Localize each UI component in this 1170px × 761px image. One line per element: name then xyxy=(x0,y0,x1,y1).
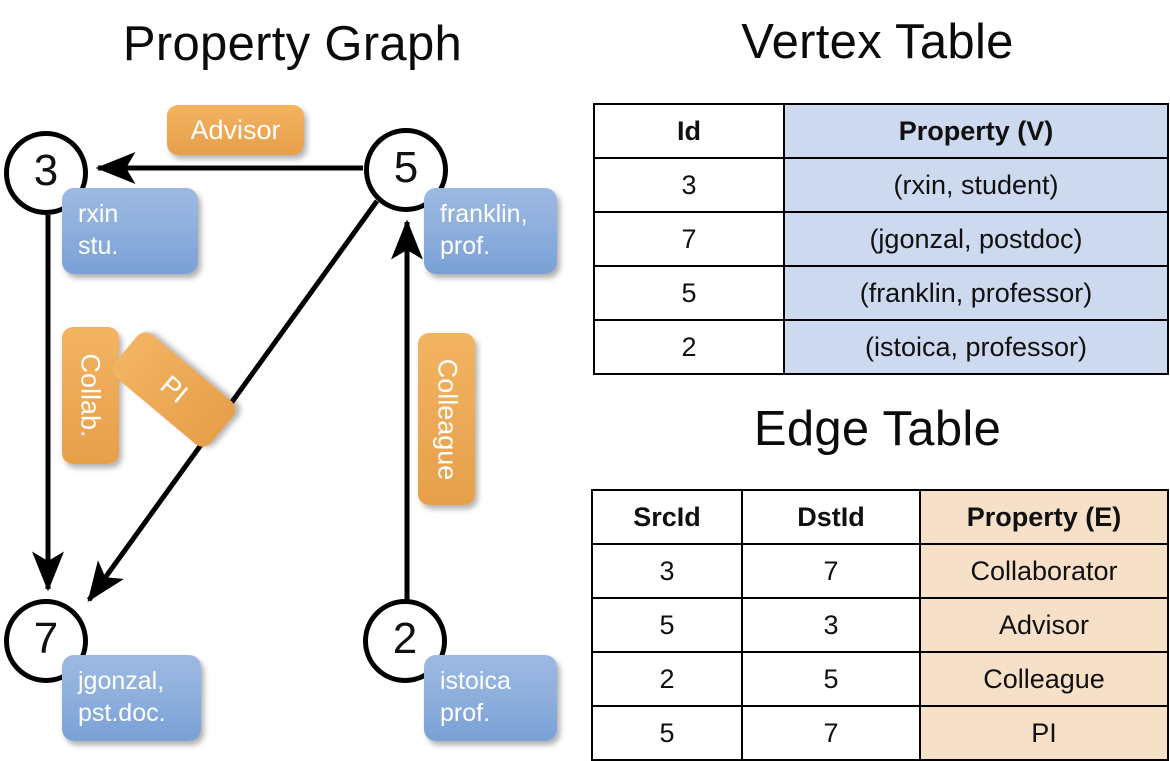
edge-row-1-property: Advisor xyxy=(919,597,1169,653)
vertex-row-3-id: 2 xyxy=(593,319,785,375)
node-3-property-box[interactable]: rxin stu. xyxy=(62,188,198,274)
edge-label-colleague[interactable]: Colleague xyxy=(418,333,475,505)
edge-row-2-src: 2 xyxy=(591,651,743,707)
graph-node-2[interactable]: 2 xyxy=(363,599,447,683)
edge-row-0-dst: 7 xyxy=(741,543,921,599)
vertex-table-header-row: Id Property (V) xyxy=(593,103,1169,159)
vertex-row-2-id: 5 xyxy=(593,265,785,321)
table-row[interactable]: 3 7 Collaborator xyxy=(591,543,1169,599)
edge-table: SrcId DstId Property (E) 3 7 Collaborato… xyxy=(591,489,1169,761)
vertex-row-0-property: (rxin, student) xyxy=(783,157,1169,213)
edge-row-2-dst: 5 xyxy=(741,651,921,707)
edge-row-3-property: PI xyxy=(919,705,1169,761)
vertex-row-3-property: (istoica, professor) xyxy=(783,319,1169,375)
node-7-property-line1: jgonzal, xyxy=(78,667,165,695)
vertex-row-1-id: 7 xyxy=(593,211,785,267)
edge-table-header-dstid: DstId xyxy=(741,489,921,545)
table-row[interactable]: 7 (jgonzal, postdoc) xyxy=(593,211,1169,267)
edge-table-header-property: Property (E) xyxy=(919,489,1169,545)
edge-label-collab-text: Collab. xyxy=(76,353,107,438)
edge-label-advisor[interactable]: Advisor xyxy=(167,105,304,155)
vertex-row-2-property: (franklin, professor) xyxy=(783,265,1169,321)
vertex-table-header-property: Property (V) xyxy=(783,103,1169,159)
node-2-property-line2: prof. xyxy=(440,699,491,727)
table-row[interactable]: 5 3 Advisor xyxy=(591,597,1169,653)
node-5-property-box[interactable]: franklin, prof. xyxy=(424,188,557,274)
node-2-property-line1: istoica xyxy=(440,667,511,695)
edge-row-3-src: 5 xyxy=(591,705,743,761)
table-row[interactable]: 5 (franklin, professor) xyxy=(593,265,1169,321)
node-7-property-box[interactable]: jgonzal, pst.doc. xyxy=(62,655,201,741)
edge-label-pi-text: PI xyxy=(154,369,194,409)
edge-label-colleague-text: Colleague xyxy=(432,358,462,480)
edge-label-collab[interactable]: Collab. xyxy=(62,327,119,464)
table-row[interactable]: 3 (rxin, student) xyxy=(593,157,1169,213)
node-2-property-box[interactable]: istoica prof. xyxy=(424,655,557,741)
graph-node-2-label: 2 xyxy=(392,614,418,663)
edge-row-1-dst: 3 xyxy=(741,597,921,653)
edge-row-3-dst: 7 xyxy=(741,705,921,761)
node-3-property-line2: stu. xyxy=(78,232,119,260)
property-graph-panel: Property Graph 3 5 7 2 rxin stu. frankli… xyxy=(0,0,585,760)
edge-table-header-srcid: SrcId xyxy=(591,489,743,545)
table-row[interactable]: 5 7 PI xyxy=(591,705,1169,761)
vertex-row-0-id: 3 xyxy=(593,157,785,213)
edge-5-to-7 xyxy=(86,199,380,603)
graph-edges-layer xyxy=(32,152,423,603)
graph-node-5[interactable]: 5 xyxy=(364,128,448,212)
vertex-table: Id Property (V) 3 (rxin, student) 7 (jgo… xyxy=(593,103,1169,375)
page-title-vertex-table: Vertex Table xyxy=(741,15,1014,69)
table-row[interactable]: 2 5 Colleague xyxy=(591,651,1169,707)
graph-node-3-label: 3 xyxy=(33,146,59,195)
edge-row-2-property: Colleague xyxy=(919,651,1169,707)
edge-row-1-src: 5 xyxy=(591,597,743,653)
node-3-property-line1: rxin xyxy=(78,200,119,228)
node-5-property-line1: franklin, xyxy=(440,200,528,228)
vertex-table-header-id: Id xyxy=(593,103,785,159)
node-7-property-line2: pst.doc. xyxy=(78,699,166,727)
edge-row-0-property: Collaborator xyxy=(919,543,1169,599)
edge-label-advisor-text: Advisor xyxy=(190,114,281,145)
edge-row-0-src: 3 xyxy=(591,543,743,599)
node-5-property-line2: prof. xyxy=(440,232,491,260)
table-row[interactable]: 2 (istoica, professor) xyxy=(593,319,1169,375)
graph-node-5-label: 5 xyxy=(393,143,419,192)
page-title-edge-table: Edge Table xyxy=(753,402,1002,456)
page-title-property-graph: Property Graph xyxy=(122,17,463,71)
vertex-row-1-property: (jgonzal, postdoc) xyxy=(783,211,1169,267)
edge-table-header-row: SrcId DstId Property (E) xyxy=(591,489,1169,545)
graph-node-7-label: 7 xyxy=(33,614,59,663)
